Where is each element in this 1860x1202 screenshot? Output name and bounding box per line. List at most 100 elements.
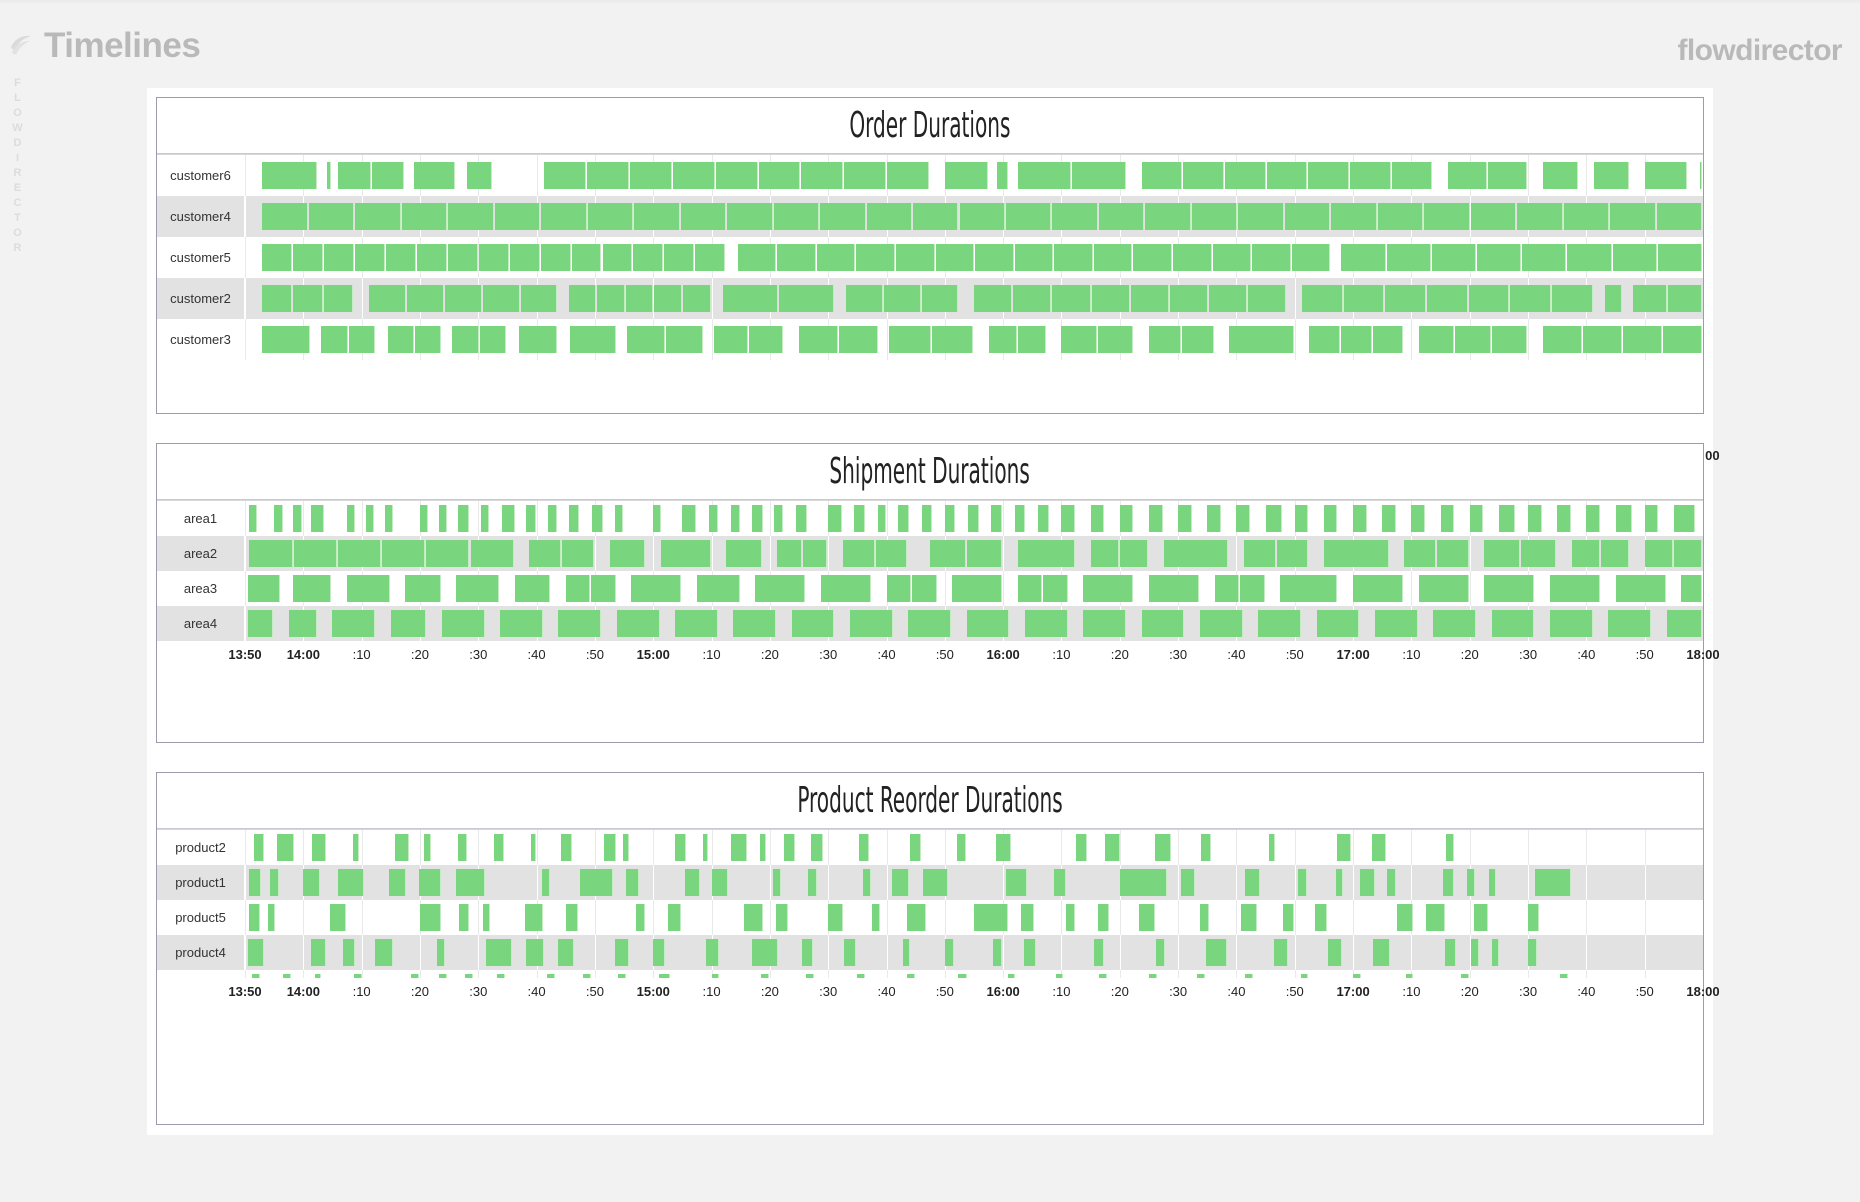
duration-bar[interactable] (509, 244, 540, 271)
timeline-row[interactable]: product3 (157, 970, 1703, 978)
duration-bars[interactable] (245, 326, 1703, 353)
duration-bar[interactable] (1141, 162, 1183, 189)
duration-bar[interactable] (1297, 869, 1308, 896)
duration-bar[interactable] (820, 575, 871, 602)
duration-bar[interactable] (1610, 203, 1656, 230)
duration-bar[interactable] (913, 203, 959, 230)
duration-bar[interactable] (1224, 162, 1266, 189)
timeline-lane[interactable] (245, 501, 1703, 536)
duration-bar[interactable] (1017, 326, 1047, 353)
duration-bar[interactable] (1007, 974, 1016, 978)
duration-bar[interactable] (828, 904, 844, 931)
duration-bar[interactable] (871, 904, 880, 931)
duration-bar[interactable] (629, 162, 672, 189)
duration-bar[interactable] (1308, 162, 1349, 189)
duration-bar[interactable] (293, 285, 323, 312)
timeline-row[interactable]: product2 (157, 830, 1703, 865)
duration-bars[interactable] (245, 203, 1703, 230)
duration-bar[interactable] (262, 203, 309, 230)
duration-bar[interactable] (791, 610, 835, 637)
duration-bar[interactable] (1316, 610, 1360, 637)
duration-bar[interactable] (249, 540, 293, 567)
duration-bar[interactable] (1567, 244, 1612, 271)
duration-bar[interactable] (889, 326, 931, 353)
duration-bar[interactable] (371, 162, 405, 189)
duration-bar[interactable] (968, 505, 979, 532)
duration-bar[interactable] (457, 505, 469, 532)
duration-bar[interactable] (1427, 285, 1468, 312)
duration-bar[interactable] (310, 939, 326, 966)
duration-bar[interactable] (1025, 610, 1068, 637)
duration-bar[interactable] (1093, 244, 1133, 271)
duration-bar[interactable] (995, 834, 1011, 861)
duration-bar[interactable] (253, 834, 265, 861)
duration-bar[interactable] (1138, 904, 1156, 931)
duration-bar[interactable] (444, 285, 482, 312)
duration-bar[interactable] (1199, 610, 1243, 637)
duration-bars[interactable] (245, 939, 1703, 966)
duration-bar[interactable] (1083, 610, 1127, 637)
duration-bar[interactable] (1061, 326, 1098, 353)
timeline-row[interactable]: product5 (157, 900, 1703, 935)
duration-bar[interactable] (1083, 575, 1134, 602)
duration-bar[interactable] (957, 974, 968, 978)
timeline-lane[interactable] (245, 278, 1703, 319)
duration-bar[interactable] (682, 505, 696, 532)
duration-bar[interactable] (1023, 939, 1036, 966)
duration-bar[interactable] (366, 505, 374, 532)
duration-bar[interactable] (1163, 540, 1229, 567)
duration-bar[interactable] (494, 834, 504, 861)
duration-bar[interactable] (708, 505, 719, 532)
duration-bar[interactable] (419, 904, 441, 931)
duration-bar[interactable] (1681, 575, 1702, 602)
duration-bar[interactable] (1199, 904, 1210, 931)
duration-bar[interactable] (417, 244, 447, 271)
duration-bar[interactable] (1043, 575, 1068, 602)
duration-bar[interactable] (1054, 244, 1093, 271)
duration-bar[interactable] (520, 285, 558, 312)
duration-bar[interactable] (347, 505, 355, 532)
duration-bar[interactable] (702, 834, 708, 861)
duration-bar[interactable] (1243, 540, 1276, 567)
duration-bar[interactable] (802, 540, 828, 567)
duration-bar[interactable] (1119, 869, 1168, 896)
duration-bar[interactable] (912, 575, 937, 602)
duration-bar[interactable] (602, 244, 633, 271)
duration-bar[interactable] (252, 974, 261, 978)
duration-bar[interactable] (1377, 203, 1424, 230)
duration-bar[interactable] (622, 834, 630, 861)
duration-bar[interactable] (1557, 505, 1571, 532)
duration-bar[interactable] (1353, 974, 1361, 978)
duration-bar[interactable] (546, 974, 555, 978)
duration-bar[interactable] (382, 540, 426, 567)
duration-bar[interactable] (1372, 326, 1404, 353)
duration-bar[interactable] (1141, 610, 1185, 637)
duration-bar[interactable] (1169, 285, 1209, 312)
duration-bar[interactable] (667, 904, 682, 931)
duration-bar[interactable] (850, 610, 893, 637)
duration-bar[interactable] (405, 575, 442, 602)
duration-bar[interactable] (1017, 540, 1076, 567)
duration-bar[interactable] (1468, 285, 1510, 312)
duration-bar[interactable] (1436, 540, 1469, 567)
duration-bar[interactable] (1353, 575, 1404, 602)
duration-bar[interactable] (1097, 904, 1109, 931)
duration-bar[interactable] (1323, 540, 1389, 567)
duration-bar[interactable] (777, 244, 816, 271)
duration-bar[interactable] (675, 610, 718, 637)
duration-bar[interactable] (568, 505, 580, 532)
duration-bar[interactable] (1017, 575, 1043, 602)
duration-bar[interactable] (269, 869, 280, 896)
duration-bar[interactable] (326, 162, 332, 189)
duration-bar[interactable] (921, 285, 959, 312)
duration-bar[interactable] (1446, 834, 1455, 861)
duration-bar[interactable] (1274, 939, 1288, 966)
duration-bar[interactable] (1431, 244, 1477, 271)
duration-bar[interactable] (1418, 326, 1455, 353)
duration-bar[interactable] (323, 285, 354, 312)
duration-bar[interactable] (1341, 244, 1386, 271)
duration-bar[interactable] (625, 869, 640, 896)
duration-bar[interactable] (842, 540, 875, 567)
duration-bar[interactable] (591, 575, 616, 602)
duration-bar[interactable] (1209, 285, 1248, 312)
